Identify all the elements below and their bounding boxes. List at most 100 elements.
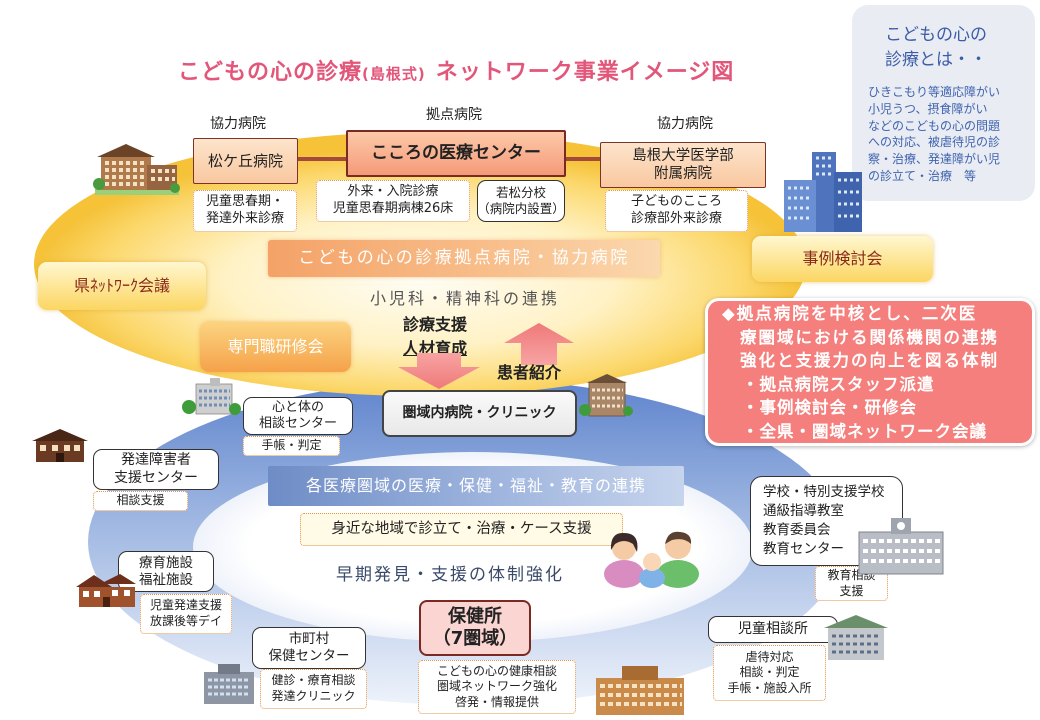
welfare-facility-box: 療育施設 福祉施設 (118, 551, 214, 592)
diagram-title: こどもの心の診療(島根式) ネットワーク事業イメージ図 (178, 54, 734, 86)
about-line: などのこどもの心の問題 (868, 118, 1001, 133)
core-hospital-label: 拠点病院 (426, 107, 482, 123)
agency-name-line: 心と体の (271, 399, 324, 415)
shimane-university-hospital-name: 附属病院 (654, 166, 712, 182)
early-detection-caption: 早期発見・支援の体制強化 (336, 565, 564, 585)
core-hospitals-banner-text: こどもの心の診療拠点病院・協力病院 (298, 247, 630, 268)
agency-role-line: 相談支援 (116, 493, 165, 508)
support-system-box: ◆拠点病院を中核とし、二次医 療圏域における関係機関の連携 強化と支援力の向上を… (705, 298, 1035, 446)
shimane-university-hospital-name: 島根大学医学部 (632, 147, 734, 164)
title-main: こどもの心の診療 (178, 60, 363, 85)
agency-name-line: 支援センター (114, 469, 198, 486)
shimane-university-hospital-box: 島根大学医学部 附属病院 (600, 142, 766, 188)
developmental-support-center-box: 発達障害者 支援センター (93, 449, 219, 490)
kokoro-medical-center-box: こころの医療センター (346, 130, 566, 177)
house-icon (32, 429, 88, 462)
agency-name-line: 市町村 (288, 631, 330, 648)
agency-name-line: 教育センター (763, 541, 844, 557)
agency-name-line: 教育委員会 (763, 522, 831, 538)
service-line: 外来・入院診療 (347, 184, 439, 200)
agency-name-line: 保健センター (268, 648, 350, 664)
school-building-icon (858, 518, 944, 575)
patient-referral-label: 患者紹介 (497, 363, 562, 382)
title-region: (島根式) (362, 65, 426, 83)
arrow-down-icon (398, 353, 480, 389)
about-line: ひきこもり等適応障がい (868, 85, 1001, 99)
service-line: 診療部外来診療 (630, 211, 722, 226)
system-lead-line: 強化と支援力の向上を図る体制 (740, 351, 999, 370)
service-line: 児童思春期・ (205, 194, 284, 210)
welfare-facility-role: 児童発達支援 放課後等デイ (140, 594, 232, 634)
regional-collaboration-banner-text: 各医療圏域の医療・保健・福祉・教育の連携 (305, 476, 646, 495)
municipal-health-center-box: 市町村 保健センター (252, 627, 366, 669)
kokoro-medical-center-name: こころの医療センター (371, 142, 541, 163)
building-icon (596, 666, 684, 715)
about-line: への対応、被虐待児の診 (868, 135, 1001, 150)
regional-clinic-label: 圏域内病院・クリニック (402, 404, 557, 421)
professional-training: 専門職研修会 (200, 322, 351, 372)
professional-training-label: 専門職研修会 (227, 337, 324, 356)
hospital-connector-right (566, 157, 602, 161)
about-line: の診立て・治療 等 (868, 168, 977, 183)
mind-body-center-box: 心と体の 相談センター (243, 397, 353, 435)
agency-role-line: 啓発・情報提供 (454, 694, 539, 709)
case-review-meeting: 事例検討会 (752, 236, 933, 282)
service-line: 児童思春期病棟26床 (332, 201, 454, 216)
school-line: 若松分校 (495, 185, 546, 201)
case-review-meeting-label: 事例検討会 (802, 249, 883, 268)
prefectural-network-meeting-label: 県ﾈｯﾄﾜｰｸ会議 (73, 276, 170, 295)
system-item: ・事例検討会・研修会 (742, 398, 917, 417)
agency-role-line: 手帳・施設入所 (727, 680, 812, 695)
about-heading: こどもの心の 診療とは・・ (885, 23, 987, 73)
building-icon (204, 664, 254, 704)
title-sub: ネットワーク事業イメージ図 (435, 60, 735, 85)
local-support-label: 身近な地域で診立て・治療・ケース支援 (331, 521, 592, 538)
agency-name-line: 通級指導教室 (763, 503, 844, 519)
agency-name-line: 児童相談所 (738, 620, 808, 637)
child-guidance-center-box: 児童相談所 (708, 616, 838, 643)
agency-name-line: 保健所 (448, 606, 502, 628)
house-icon (76, 574, 136, 607)
school-line: （病院内設置） (477, 201, 565, 216)
building-icon (784, 152, 862, 232)
wakamatsu-branch-school: 若松分校 （病院内設置） (477, 180, 565, 222)
cooperating-hospital-label-right: 協力病院 (657, 116, 713, 132)
education-box: 学校・特別支援学校 通級指導教室 教育委員会 教育センター (750, 476, 903, 566)
building-icon (824, 615, 888, 660)
child-guidance-center-role: 虐待対応 相談・判定 手帳・施設入所 (713, 645, 826, 701)
agency-name-line: 相談センター (258, 416, 337, 431)
family-icon (604, 531, 699, 588)
matsugaoka-hospital-name: 松ケ丘病院 (207, 151, 283, 170)
prefectural-network-meeting: 県ﾈｯﾄﾜｰｸ会議 (38, 262, 206, 310)
agency-role-line: 虐待対応 (745, 649, 794, 664)
agency-role-line: 支援 (839, 583, 864, 598)
education-role: 教育相談 支援 (815, 566, 888, 601)
agency-role-line: 手帳・判定 (261, 438, 322, 453)
about-line: 小児うつ、摂食障がい (868, 101, 988, 116)
cooperating-hospital-label-left: 協力病院 (210, 116, 266, 132)
hospital-connector-left (298, 157, 346, 161)
regional-clinic-box: 圏域内病院・クリニック (382, 390, 577, 437)
agency-name-line: 発達障害者 (121, 452, 191, 468)
agency-role-line: 発達クリニック (271, 689, 356, 703)
about-heading-line: 診療とは・・ (885, 50, 987, 70)
about-heading-line: こどもの心の (885, 25, 987, 45)
system-lead-line: ◆拠点病院を中核とし、二次医 (722, 304, 978, 323)
arrow-up-icon (504, 323, 574, 365)
agency-name-line: 学校・特別支援学校 (763, 484, 885, 500)
building-icon (579, 374, 633, 417)
matsugaoka-hospital-box: 松ケ丘病院 (193, 138, 298, 184)
public-health-center-role: こどもの心の健康相談 圏域ネットワーク強化 啓発・情報提供 (418, 660, 576, 714)
about-body: ひきこもり等適応障がい 小児うつ、摂食障がい などのこどもの心の問題 への対応、… (868, 84, 1000, 185)
about-line: 察・治療、発達障がい児 (868, 152, 1001, 167)
shimane-university-services: 子どものこころ 診療部外来診療 (605, 190, 748, 232)
building-icon (182, 378, 241, 415)
service-line: 子どものこころ (630, 194, 722, 210)
system-item: ・全県・圏域ネットワーク会議 (742, 421, 987, 441)
agency-name-line: （7圏域） (432, 628, 518, 649)
agency-role-line: 放課後等デイ (149, 614, 222, 628)
agency-role-line: 相談・判定 (739, 665, 800, 680)
kokoro-services: 外来・入院診療 児童思春期病棟26床 (316, 180, 470, 222)
agency-role-line: 児童発達支援 (149, 598, 222, 613)
building-icon (93, 144, 180, 195)
